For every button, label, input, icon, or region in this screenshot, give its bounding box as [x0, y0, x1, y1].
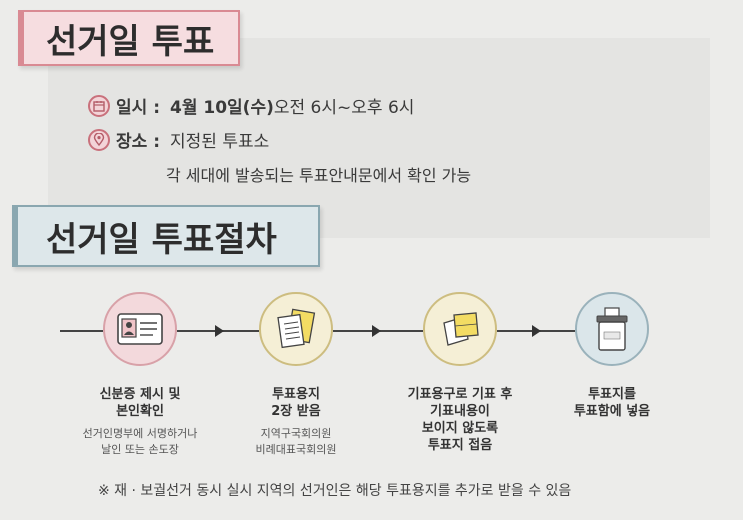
place-value: 지정된 투표소 [170, 132, 270, 152]
calendar-icon [88, 94, 110, 117]
procedure-banner: 선거일 투표절차 [12, 205, 320, 267]
ballot-papers-icon [277, 308, 316, 349]
step-2-title: 투표용지 2장 받음 [271, 387, 321, 419]
step-3-circle [423, 292, 497, 366]
procedure-title: 선거일 투표절차 [46, 219, 277, 260]
step-4-circle [575, 292, 649, 366]
date-value-rest: 오전 6시~오후 6시 [273, 98, 415, 118]
info-box [48, 38, 710, 238]
date-row: 일시 : 4월 10일(수) 오전 6시~오후 6시 [88, 93, 414, 118]
place-sub-text: 각 세대에 발송되는 투표안내문에서 확인 가능 [166, 166, 472, 185]
date-label: 일시 : [116, 98, 160, 118]
place-row: 장소 : 지정된 투표소 [88, 127, 269, 152]
arrow-icon [532, 325, 541, 337]
step-2-circle [259, 292, 333, 366]
ballot-box-icon [596, 307, 628, 351]
connector-line [60, 330, 103, 332]
step-1-circle [103, 292, 177, 366]
place-label: 장소 : [116, 132, 160, 152]
step-4-title: 투표지를 투표함에 넣음 [573, 387, 651, 419]
step-2-sub: 지역구국회의원 비례대표국회의원 [255, 427, 337, 456]
step-3-title: 기표용구로 기표 후 기표내용이 보이지 않도록 투표지 접음 [407, 387, 513, 453]
election-day-title: 선거일 투표 [46, 21, 215, 62]
arrow-icon [372, 325, 381, 337]
date-value-bold: 4월 10일(수) [170, 98, 274, 118]
folded-ballot-icon [443, 312, 479, 346]
step-1-sub: 선거인명부에 서명하거나 날인 또는 손도장 [82, 427, 198, 456]
location-pin-icon [88, 128, 110, 151]
footnote: ※ 재 · 보궐선거 동시 실시 지역의 선거인은 해당 투표용지를 추가로 받… [98, 483, 572, 499]
election-day-banner: 선거일 투표 [18, 10, 240, 66]
place-sub-row: 각 세대에 발송되는 투표안내문에서 확인 가능 [166, 162, 471, 186]
step-1-title: 신분증 제시 및 본인확인 [99, 387, 181, 419]
id-card-icon [117, 313, 163, 345]
arrow-icon [215, 325, 224, 337]
